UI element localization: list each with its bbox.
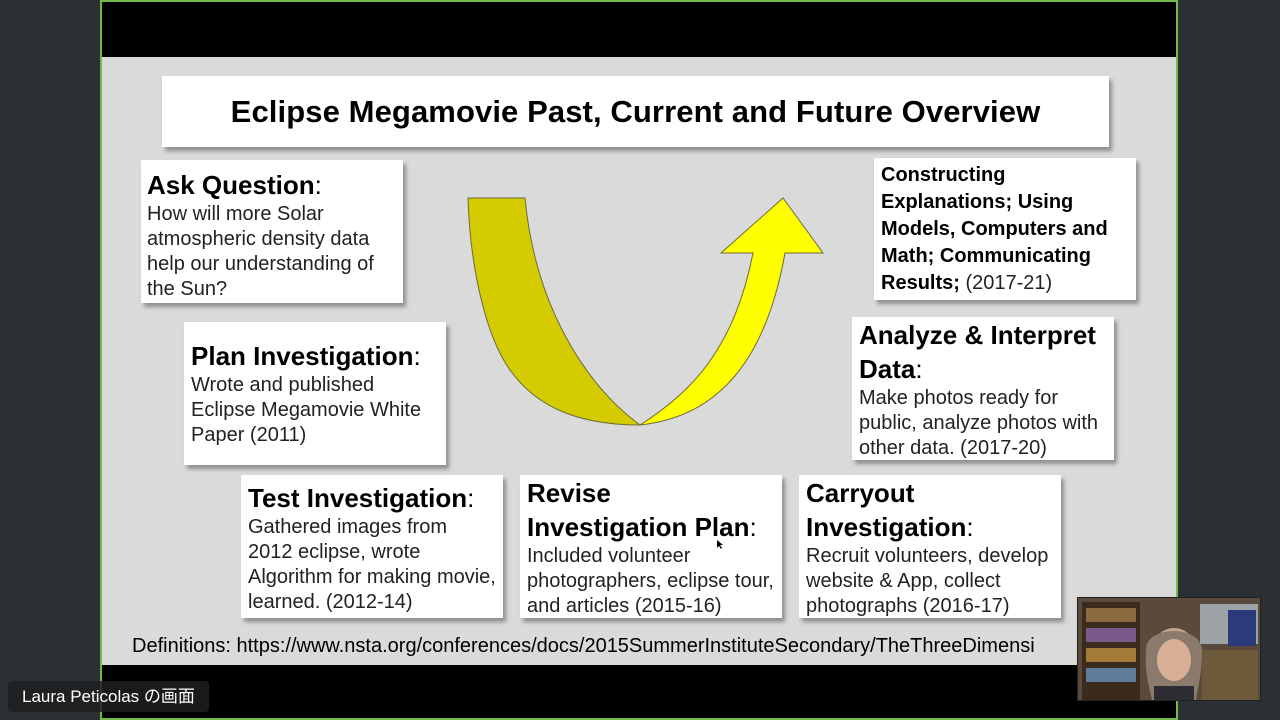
card-analyze-interpret: Analyze & Interpret Data: Make photos re… <box>852 317 1114 460</box>
card-body: Make photos ready for public, analyze ph… <box>859 387 1099 459</box>
card-heading: Plan Investigation <box>191 341 414 371</box>
card-body: Included volunteer photographers, eclips… <box>527 545 774 617</box>
card-heading: Constructing Explanations; Using Models,… <box>881 164 1108 294</box>
slide-title-box: Eclipse Megamovie Past, Current and Futu… <box>162 76 1109 147</box>
arrow-dark-band <box>467 197 642 426</box>
card-constructing-explanations: Constructing Explanations; Using Models,… <box>874 158 1136 300</box>
definitions-link[interactable]: Definitions: https://www.nsta.org/confer… <box>132 635 1035 657</box>
card-body: Recruit volunteers, develop website & Ap… <box>806 545 1049 617</box>
card-heading: Revise Investigation Plan <box>527 478 750 542</box>
card-plan-investigation: Plan Investigation: Wrote and published … <box>184 322 446 465</box>
card-test-investigation: Test Investigation: Gathered images from… <box>241 475 503 618</box>
card-carryout-investigation: Carryout Investigation: Recruit voluntee… <box>799 475 1061 618</box>
card-body: Wrote and published Eclipse Megamovie Wh… <box>191 374 422 446</box>
card-ask-question: Ask Question: How will more Solar atmosp… <box>141 160 403 303</box>
webcam-scene-image <box>1078 598 1260 700</box>
card-heading: Ask Question <box>147 170 315 200</box>
card-heading: Analyze & Interpret Data <box>859 320 1096 384</box>
slide: Eclipse Megamovie Past, Current and Futu… <box>102 57 1176 665</box>
webcam-video[interactable] <box>1077 597 1261 701</box>
arrow-light-band <box>639 197 824 426</box>
screen-share-label: Laura Peticolas の画面 <box>8 681 209 712</box>
card-revise-plan: Revise Investigation Plan: Included volu… <box>520 475 782 618</box>
mouse-cursor-icon <box>717 540 723 549</box>
card-heading: Carryout Investigation <box>806 478 967 542</box>
u-arrow-graphic <box>467 197 824 426</box>
card-heading: Test Investigation <box>248 483 468 513</box>
slide-title: Eclipse Megamovie Past, Current and Futu… <box>230 93 1041 129</box>
card-date: (2017-21) <box>959 272 1053 294</box>
card-body: How will more Solar atmospheric density … <box>147 203 374 300</box>
shared-screen: Eclipse Megamovie Past, Current and Futu… <box>100 0 1178 720</box>
card-body: Gathered images from 2012 eclipse, wrote… <box>248 516 496 613</box>
